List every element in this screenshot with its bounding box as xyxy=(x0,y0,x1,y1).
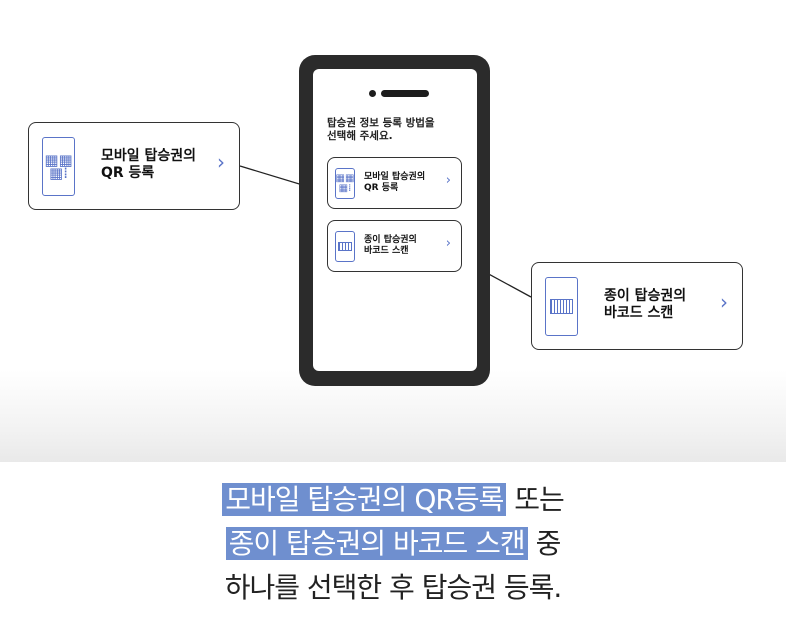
option-mobile-qr-label: 모바일 탑승권의 QR 등록 xyxy=(364,172,426,193)
phone-speaker xyxy=(381,90,429,97)
caption-line-1-rest: 또는 xyxy=(506,483,565,516)
option-paper-barcode[interactable]: 종이 탑승권의 바코드 스캔 › xyxy=(327,220,462,272)
barcode-icon xyxy=(545,277,578,336)
caption-highlight-barcode: 종이 탑승권의 바코드 스캔 xyxy=(225,527,528,560)
caption-highlight-qr: 모바일 탑승권의 QR등록 xyxy=(222,483,507,516)
option-mobile-qr[interactable]: ▦▦▦⁞ 모바일 탑승권의 QR 등록 › xyxy=(327,157,462,209)
callout-qr-label: 모바일 탑승권의 QR 등록 xyxy=(101,148,197,181)
chevron-right-icon: › xyxy=(445,173,451,188)
caption-line-2: 종이 탑승권의 바코드 스캔 중 xyxy=(0,522,786,566)
caption-line-3: 하나를 선택한 후 탑승권 등록. xyxy=(224,571,563,604)
phone-camera xyxy=(369,90,376,97)
phone-device: 탑승권 정보 등록 방법을 선택해 주세요. ▦▦▦⁞ 모바일 탑승권의 QR … xyxy=(299,55,490,386)
callout-qr-card: ▦▦▦⁞ 모바일 탑승권의 QR 등록 › xyxy=(28,122,240,210)
caption: 모바일 탑승권의 QR등록 또는 종이 탑승권의 바코드 스캔 중 하나를 선택… xyxy=(0,478,786,610)
caption-line-2-rest: 중 xyxy=(527,527,562,560)
callout-barcode-label: 종이 탑승권의 바코드 스캔 xyxy=(604,288,687,321)
barcode-icon xyxy=(335,231,355,262)
chevron-right-icon: › xyxy=(217,150,225,174)
chevron-right-icon: › xyxy=(445,236,451,251)
illustration-area: ▦▦▦⁞ 모바일 탑승권의 QR 등록 › 종이 탑승권의 바코드 스캔 › 탑… xyxy=(0,0,786,462)
qr-code-icon: ▦▦▦⁞ xyxy=(42,137,75,196)
chevron-right-icon: › xyxy=(720,290,728,314)
qr-code-icon: ▦▦▦⁞ xyxy=(335,168,355,199)
callout-barcode-card: 종이 탑승권의 바코드 스캔 › xyxy=(531,262,743,350)
caption-line-1: 모바일 탑승권의 QR등록 또는 xyxy=(0,478,786,522)
screen-title: 탑승권 정보 등록 방법을 선택해 주세요. xyxy=(327,117,435,142)
phone-screen: 탑승권 정보 등록 방법을 선택해 주세요. ▦▦▦⁞ 모바일 탑승권의 QR … xyxy=(313,69,477,371)
option-paper-barcode-label: 종이 탑승권의 바코드 스캔 xyxy=(364,235,417,256)
